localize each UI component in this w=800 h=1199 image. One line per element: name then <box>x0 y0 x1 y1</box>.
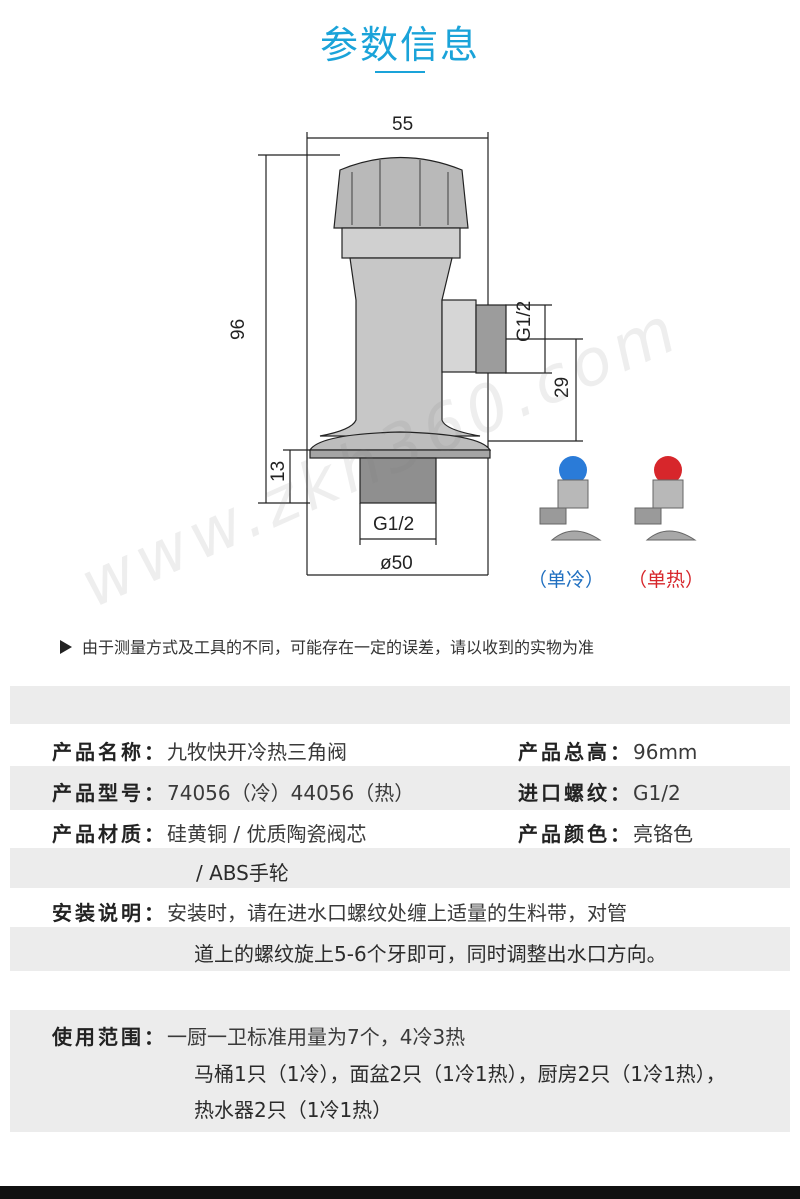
spec-install: 安装说明：安装时，请在进水口螺纹处缠上适量的生料带，对管 <box>52 897 627 926</box>
material-value: 硅黄铜 / 优质陶瓷阀芯 <box>167 822 367 846</box>
color-label: 产品颜色： <box>518 822 633 846</box>
hot-valve-image <box>634 456 697 541</box>
total-height-value: 96mm <box>633 740 698 764</box>
usage-line-3: 热水器2只（1冷1热） <box>194 1098 393 1122</box>
install-line-1: 安装时，请在进水口螺纹处缠上适量的生料带，对管 <box>167 901 627 925</box>
spec-band-top <box>10 686 790 724</box>
variant-cold-label: （单冷） <box>528 569 605 591</box>
dim-width-top: 55 <box>392 114 413 135</box>
spec-inlet-thread: 进口螺纹：G1/2 <box>518 777 681 806</box>
material-label: 产品材质： <box>52 822 167 846</box>
model-value: 74056（冷）44056（热） <box>167 781 415 805</box>
usage-label: 使用范围： <box>52 1025 167 1049</box>
inlet-thread-label: 进口螺纹： <box>518 781 633 805</box>
dim-base-diameter: ø50 <box>380 553 413 574</box>
total-height-label: 产品总高： <box>518 740 633 764</box>
spec-color: 产品颜色：亮铬色 <box>518 818 693 847</box>
inlet-thread-value: G1/2 <box>633 781 681 805</box>
install-label: 安装说明： <box>52 901 167 925</box>
spec-usage: 使用范围：一厨一卫标准用量为7个，4冷3热 <box>52 1021 465 1050</box>
dim-height-outlet: 29 <box>552 377 573 398</box>
note-text: 由于测量方式及工具的不同，可能存在一定的误差，请以收到的实物为准 <box>82 638 595 657</box>
spec-product-name: 产品名称：九牧快开冷热三角阀 <box>52 736 347 765</box>
spec-model: 产品型号：74056（冷）44056（热） <box>52 777 414 806</box>
usage-line-2: 马桶1只（1冷），面盆2只（1冷1热），厨房2只（1冷1热）， <box>194 1062 726 1086</box>
material-value-line-2: / ABS手轮 <box>196 861 289 885</box>
product-name-label: 产品名称： <box>52 740 167 764</box>
bottom-divider-bar <box>0 1186 800 1199</box>
title-underline <box>375 71 425 73</box>
product-name-value: 九牧快开冷热三角阀 <box>167 740 347 764</box>
spec-band-usage <box>10 1010 790 1132</box>
spec-band-material-2 <box>10 848 790 888</box>
color-value: 亮铬色 <box>633 822 693 846</box>
spec-material: 产品材质：硅黄铜 / 优质陶瓷阀芯 <box>52 818 366 847</box>
model-label: 产品型号： <box>52 781 167 805</box>
spec-band-install <box>10 927 790 971</box>
dim-height-total: 96 <box>228 319 249 340</box>
install-line-2: 道上的螺纹旋上5-6个牙即可，同时调整出水口方向。 <box>194 942 667 966</box>
page-title: 参数信息 <box>319 23 480 67</box>
dim-height-base: 13 <box>268 461 289 482</box>
dim-thread-bottom: G1/2 <box>373 514 414 535</box>
triangle-bullet-icon <box>60 640 72 654</box>
variant-hot-label: （单热） <box>628 569 705 591</box>
usage-line-1: 一厨一卫标准用量为7个，4冷3热 <box>167 1025 466 1049</box>
valve-dimension-drawing: 55 96 G1/2 29 13 G1/2 ø50 <box>228 114 697 576</box>
cold-valve-image <box>539 456 602 541</box>
spec-total-height: 产品总高：96mm <box>518 736 697 765</box>
dim-thread-side: G1/2 <box>514 301 535 342</box>
spec-band-model <box>10 766 790 810</box>
measurement-note: 由于测量方式及工具的不同，可能存在一定的误差，请以收到的实物为准 <box>60 634 594 658</box>
